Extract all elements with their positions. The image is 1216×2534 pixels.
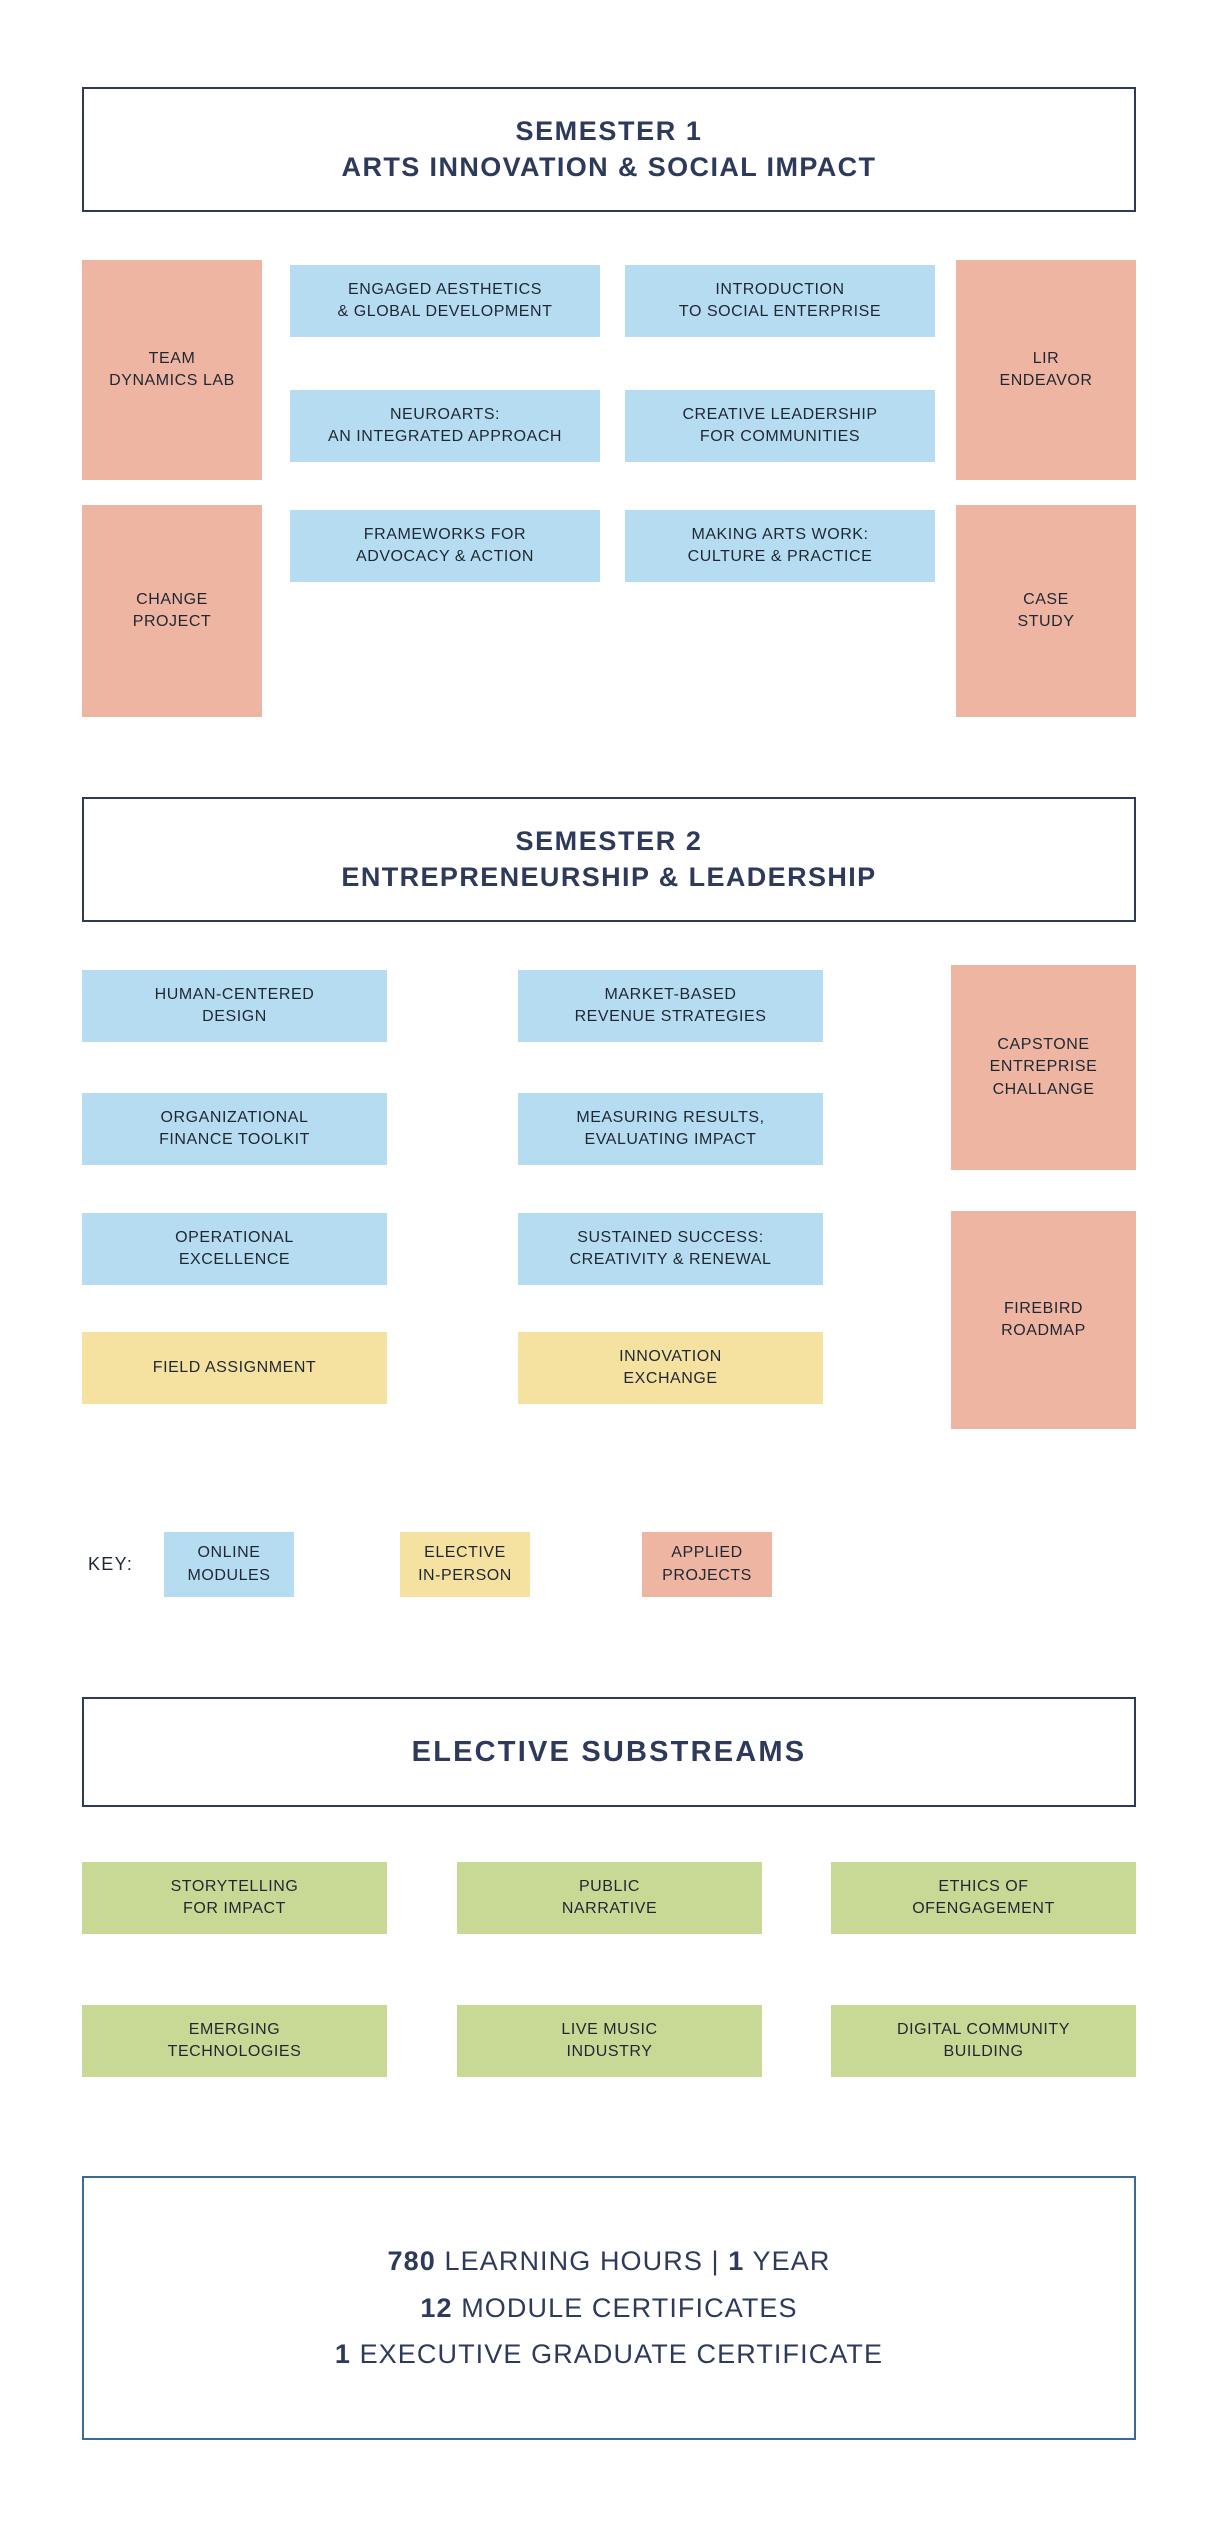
module-label: MARKET-BASED REVENUE STRATEGIES — [574, 985, 767, 1025]
elective-label: DIGITAL COMMUNITY BUILDING — [897, 2020, 1070, 2060]
summary-certificate-text: EXECUTIVE GRADUATE CERTIFICATE — [350, 2339, 884, 2370]
module-box-innovation-exchange[interactable]: INNOVATION EXCHANGE — [518, 1332, 823, 1404]
elective-substreams-title: ELECTIVE SUBSTREAMS — [411, 1735, 807, 1768]
module-label: MEASURING RESULTS, EVALUATING IMPACT — [576, 1108, 765, 1148]
elective-box-digital-community-building[interactable]: DIGITAL COMMUNITY BUILDING — [831, 2005, 1136, 2077]
module-label: LIR ENDEAVOR — [999, 349, 1093, 389]
elective-box-public-narrative[interactable]: PUBLIC NARRATIVE — [457, 1862, 762, 1934]
module-box-field-assignment[interactable]: FIELD ASSIGNMENT — [82, 1332, 387, 1404]
module-box-engaged-aesthetics[interactable]: ENGAGED AESTHETICS & GLOBAL DEVELOPMENT — [290, 265, 600, 337]
elective-label: LIVE MUSIC INDUSTRY — [561, 2020, 658, 2060]
module-label: OPERATIONAL EXCELLENCE — [175, 1228, 294, 1268]
summary-years-value: 1 — [728, 2246, 745, 2277]
summary-years-text: YEAR — [744, 2246, 831, 2277]
elective-label: STORYTELLING FOR IMPACT — [170, 1877, 299, 1917]
module-label: INTRODUCTION TO SOCIAL ENTERPRISE — [678, 280, 882, 320]
semester-1-banner: SEMESTER 1 ARTS INNOVATION & SOCIAL IMPA… — [82, 87, 1136, 212]
elective-substreams-banner: ELECTIVE SUBSTREAMS — [82, 1697, 1136, 1807]
semester-1-title: SEMESTER 1 — [515, 115, 703, 146]
summary-row-graduate-certificate: 1 EXECUTIVE GRADUATE CERTIFICATE — [335, 2331, 883, 2377]
module-box-sustained-success[interactable]: SUSTAINED SUCCESS: CREATIVITY & RENEWAL — [518, 1213, 823, 1285]
semester-2-banner: SEMESTER 2 ENTREPRENEURSHIP & LEADERSHIP — [82, 797, 1136, 922]
module-box-operational-excellence[interactable]: OPERATIONAL EXCELLENCE — [82, 1213, 387, 1285]
module-box-introduction-social-enterprise[interactable]: INTRODUCTION TO SOCIAL ENTERPRISE — [625, 265, 935, 337]
module-label: MAKING ARTS WORK: CULTURE & PRACTICE — [687, 525, 873, 565]
module-label: NEUROARTS: AN INTEGRATED APPROACH — [327, 405, 563, 445]
elective-box-storytelling-for-impact[interactable]: STORYTELLING FOR IMPACT — [82, 1862, 387, 1934]
module-label: CHANGE PROJECT — [132, 590, 212, 630]
module-box-organizational-finance-toolkit[interactable]: ORGANIZATIONAL FINANCE TOOLKIT — [82, 1093, 387, 1165]
module-box-change-project[interactable]: CHANGE PROJECT — [82, 505, 262, 717]
legend-item-online-modules: ONLINE MODULES — [164, 1532, 294, 1597]
elective-box-live-music-industry[interactable]: LIVE MUSIC INDUSTRY — [457, 2005, 762, 2077]
module-label: CAPSTONE ENTREPRISE CHALLANGE — [989, 1036, 1098, 1098]
module-label: SUSTAINED SUCCESS: CREATIVITY & RENEWAL — [569, 1228, 772, 1268]
elective-label: EMERGING TECHNOLOGIES — [167, 2020, 302, 2060]
module-box-neuroarts[interactable]: NEUROARTS: AN INTEGRATED APPROACH — [290, 390, 600, 462]
module-label: FIELD ASSIGNMENT — [152, 1358, 317, 1376]
summary-hours-value: 780 — [387, 2246, 436, 2277]
summary-certificate-value: 1 — [334, 2339, 351, 2370]
module-label: ORGANIZATIONAL FINANCE TOOLKIT — [159, 1108, 310, 1148]
module-box-lir-endeavor[interactable]: LIR ENDEAVOR — [956, 260, 1136, 480]
module-box-capstone-entreprise-challange[interactable]: CAPSTONE ENTREPRISE CHALLANGE — [951, 965, 1136, 1170]
module-label: FIREBIRD ROADMAP — [1001, 1299, 1086, 1339]
semester-1-subtitle: ARTS INNOVATION & SOCIAL IMPACT — [341, 151, 877, 182]
module-label: HUMAN-CENTERED DESIGN — [154, 985, 315, 1025]
legend-item-elective-in-person: ELECTIVE IN-PERSON — [400, 1532, 530, 1597]
module-box-measuring-results[interactable]: MEASURING RESULTS, EVALUATING IMPACT — [518, 1093, 823, 1165]
module-label: CASE STUDY — [1017, 590, 1075, 630]
summary-row-learning-hours: 780 LEARNING HOURS | 1 YEAR — [388, 2238, 831, 2284]
module-box-team-dynamics-lab[interactable]: TEAM DYNAMICS LAB — [82, 260, 262, 480]
program-summary-box: 780 LEARNING HOURS | 1 YEAR 12 MODULE CE… — [82, 2176, 1136, 2440]
module-box-creative-leadership[interactable]: CREATIVE LEADERSHIP FOR COMMUNITIES — [625, 390, 935, 462]
module-box-frameworks-advocacy[interactable]: FRAMEWORKS FOR ADVOCACY & ACTION — [290, 510, 600, 582]
summary-row-module-certificates: 12 MODULE CERTIFICATES — [420, 2285, 797, 2331]
summary-modules-value: 12 — [420, 2292, 453, 2323]
elective-box-emerging-technologies[interactable]: EMERGING TECHNOLOGIES — [82, 2005, 387, 2077]
key-label: KEY: — [88, 1554, 134, 1574]
module-label: ENGAGED AESTHETICS & GLOBAL DEVELOPMENT — [337, 280, 553, 320]
module-label: TEAM DYNAMICS LAB — [109, 349, 235, 389]
elective-label: PUBLIC NARRATIVE — [561, 1877, 658, 1917]
semester-2-title: SEMESTER 2 — [515, 825, 703, 856]
module-label: CREATIVE LEADERSHIP FOR COMMUNITIES — [682, 405, 878, 445]
elective-label: ETHICS OF OFENGAGEMENT — [912, 1877, 1055, 1917]
semester-2-subtitle: ENTREPRENEURSHIP & LEADERSHIP — [341, 861, 877, 892]
module-box-firebird-roadmap[interactable]: FIREBIRD ROADMAP — [951, 1211, 1136, 1429]
elective-box-ethics-of-ofengagement[interactable]: ETHICS OF OFENGAGEMENT — [831, 1862, 1136, 1934]
legend-item-applied-projects: APPLIED PROJECTS — [642, 1532, 772, 1597]
summary-modules-text: MODULE CERTIFICATES — [452, 2292, 798, 2323]
legend-label: ONLINE MODULES — [187, 1544, 271, 1584]
module-box-making-arts-work[interactable]: MAKING ARTS WORK: CULTURE & PRACTICE — [625, 510, 935, 582]
module-label: INNOVATION EXCHANGE — [619, 1347, 722, 1387]
module-label: FRAMEWORKS FOR ADVOCACY & ACTION — [356, 525, 534, 565]
module-box-case-study[interactable]: CASE STUDY — [956, 505, 1136, 717]
module-box-human-centered-design[interactable]: HUMAN-CENTERED DESIGN — [82, 970, 387, 1042]
summary-hours-text: LEARNING HOURS | — [435, 2246, 729, 2277]
module-box-market-based-revenue[interactable]: MARKET-BASED REVENUE STRATEGIES — [518, 970, 823, 1042]
legend-label: APPLIED PROJECTS — [662, 1544, 752, 1584]
legend-label: ELECTIVE IN-PERSON — [418, 1544, 512, 1584]
